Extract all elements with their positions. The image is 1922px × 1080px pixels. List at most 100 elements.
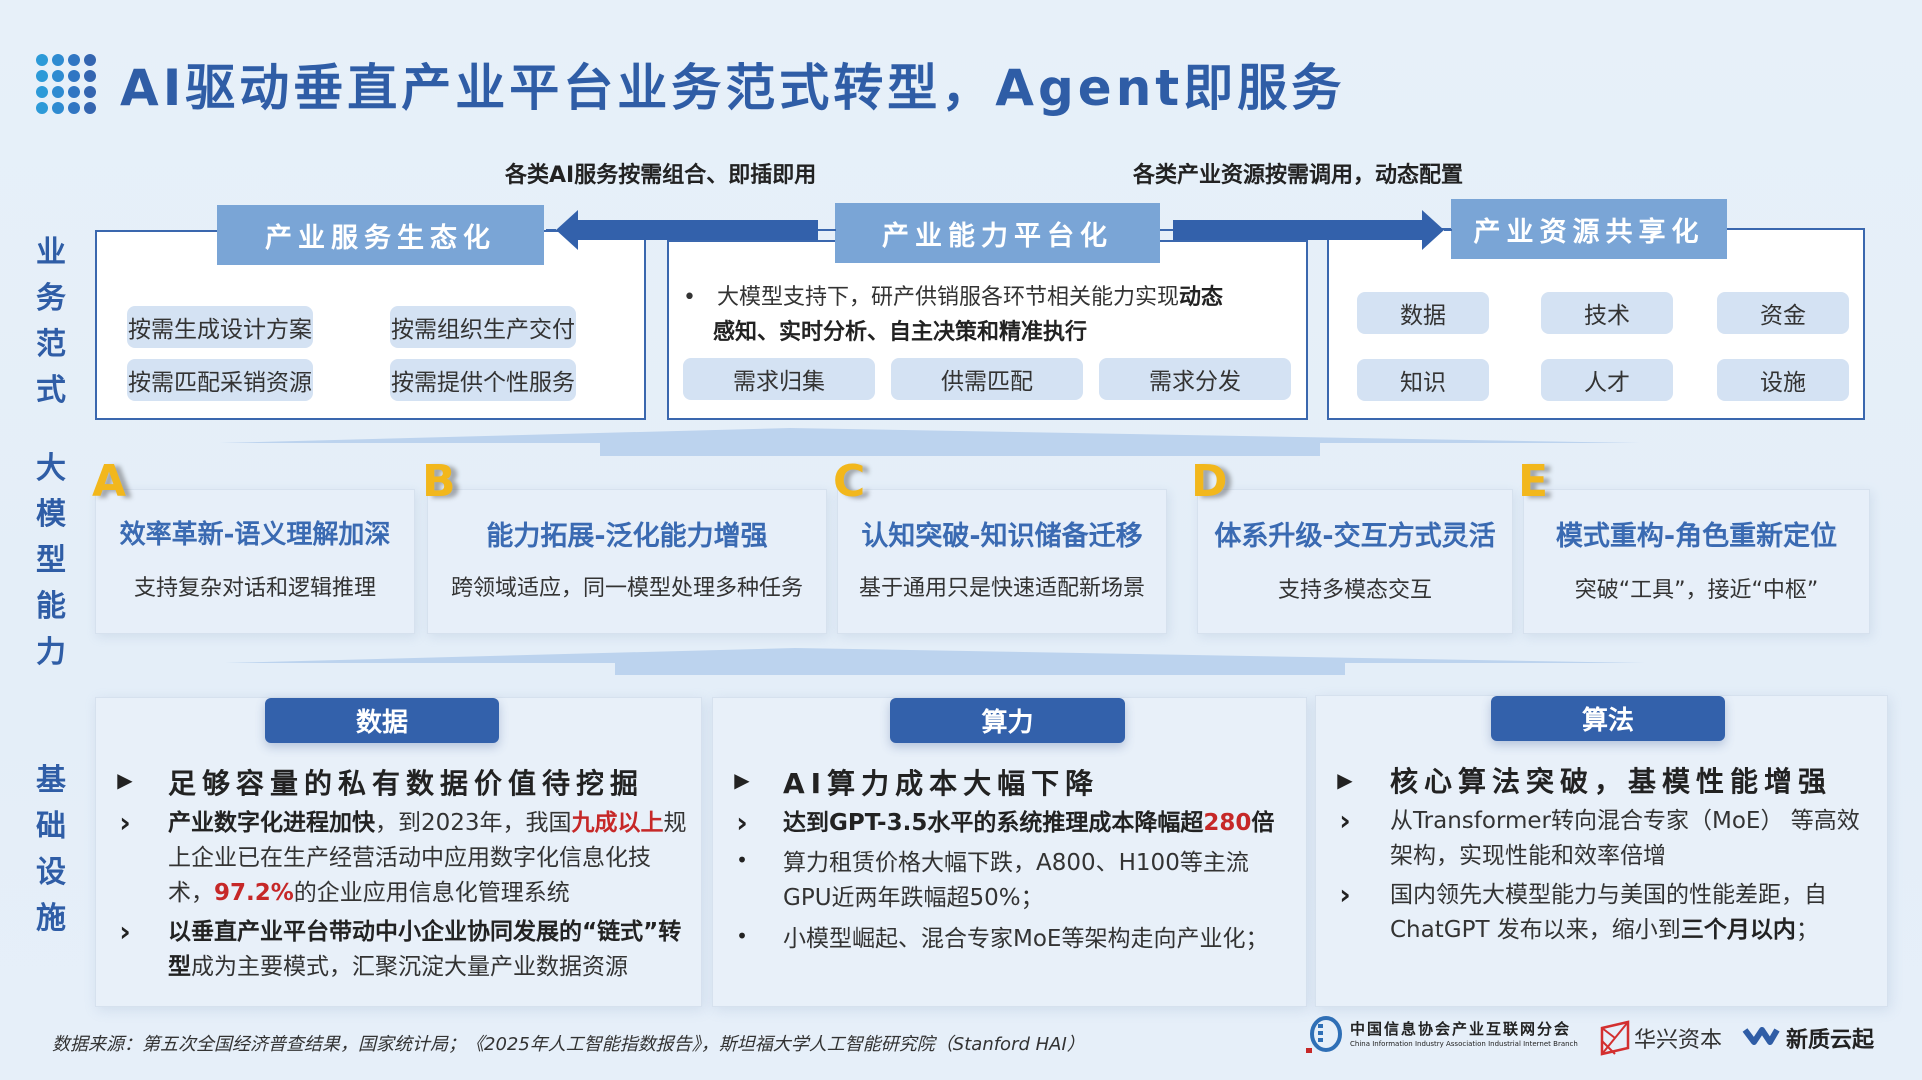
xinzhi-w-icon: [1742, 1027, 1780, 1045]
capability-card-a: 效率革新-语义理解加深 支持复杂对话和逻辑推理: [95, 489, 415, 634]
chevron-right-icon: ›: [1339, 804, 1351, 837]
capability-desc: 基于通用只是快速适配新场景: [858, 576, 1145, 601]
chip-demand-distribution: 需求分发: [1099, 358, 1291, 400]
capability-desc: 跨领域适应，同一模型处理多种任务: [450, 576, 803, 601]
capability-card-e: 模式重构-角色重新定位 突破“工具”，接近“中枢”: [1523, 489, 1870, 634]
text: ，到2023年，我国: [375, 810, 572, 836]
chip-demand-aggregation: 需求归集: [683, 358, 875, 400]
platform-bullet: • 大模型支持下，研产供销服各环节相关能力实现动态 感知、实时分析、自主决策和精…: [683, 280, 1283, 350]
side-label-char: 范: [36, 327, 66, 362]
infra-paragraph: 从Transformer转向混合专家（MoE） 等高效架构，实现性能和效率倍增: [1390, 808, 1860, 869]
logo-xinzhi: 新质云起: [1742, 1020, 1892, 1060]
capability-title: 认知突破-知识储备迁移: [861, 521, 1143, 552]
highlight-text: 九成以上: [571, 810, 664, 836]
logo-ciia-cn: 中国信息协会产业互联网分会: [1350, 1020, 1572, 1038]
capability-title: 体系升级-交互方式灵活: [1214, 521, 1496, 552]
subtitle-industry-resources: 各类产业资源按需调用，动态配置: [1133, 163, 1464, 188]
side-label-char: 大: [36, 451, 66, 486]
bold-text: 倍: [1251, 810, 1275, 836]
logo-huaxing: 华兴资本: [1594, 1020, 1724, 1060]
text: ；: [1795, 917, 1819, 943]
side-label-char: 务: [36, 281, 66, 316]
title-dots-icon: [36, 54, 100, 114]
chip-knowledge: 知识: [1357, 359, 1489, 401]
side-label-char: 模: [36, 497, 66, 532]
arrow-left-icon: [546, 210, 836, 250]
logo-xinzhi-text: 新质云起: [1786, 1028, 1875, 1053]
side-label-char: 力: [36, 635, 66, 670]
infra-header-data: 数据: [265, 698, 499, 743]
infra-paragraph: 以垂直产业平台带动中小企业协同发展的“链式”转型成为主要模式，汇聚沉淀大量产业数…: [168, 915, 688, 985]
chip-technology: 技术: [1541, 292, 1673, 334]
capability-card-b: 能力拓展-泛化能力增强 跨领域适应，同一模型处理多种任务: [427, 489, 827, 634]
text: 规上企业已在生产经营活动中应用数字化信息化技术，: [168, 810, 687, 906]
band-separator-icon: [225, 648, 1645, 675]
infra-card-compute: ▶ AI算力成本大幅下降 › 达到GPT-3.5水平的系统推理成本降幅超280倍…: [712, 697, 1307, 1007]
text: 成为主要模式，汇聚沉淀大量产业数据资源: [191, 954, 628, 980]
page-title: AI驱动垂直产业平台业务范式转型，Agent即服务: [120, 59, 1346, 117]
chip-facilities: 设施: [1717, 359, 1849, 401]
bold-text: 达到GPT-3.5水平的系统推理成本降幅超: [783, 810, 1204, 836]
infra-lead-text: AI算力成本大幅下降: [783, 767, 1100, 800]
side-label-business-model: 业 务 范 式: [30, 230, 72, 414]
infra-lead-text: 足够容量的私有数据价值待挖掘: [168, 767, 645, 800]
triangle-right-icon: ▶: [734, 768, 750, 792]
side-label-char: 能: [36, 589, 66, 624]
capability-letter-badge: A: [92, 456, 127, 507]
bullet-bold-text: 感知、实时分析、自主决策和精准执行: [713, 320, 1088, 345]
bullet-dot-icon: •: [736, 848, 748, 872]
arrow-right-icon: [1160, 210, 1452, 250]
ciia-globe-icon: [1306, 1016, 1342, 1053]
infra-paragraph: 算力租赁价格大幅下跌，A800、H100等主流GPU近两年跌幅超50%；: [783, 850, 1249, 911]
capability-letter-badge: B: [422, 456, 456, 507]
panel-resource-sharing: 数据 技术 资金 知识 人才 设施: [1327, 228, 1865, 420]
text: 的企业应用信息化管理系统: [293, 880, 570, 906]
capability-desc: 突破“工具”，接近“中枢”: [1574, 578, 1819, 603]
side-label-char: 型: [36, 543, 66, 578]
chip-personalized-service: 按需提供个性服务: [390, 359, 576, 401]
bullet-dot-icon: •: [736, 924, 748, 948]
infra-header-compute: 算力: [890, 698, 1125, 743]
logo-ciia: 中国信息协会产业互联网分会 China Information Industry…: [1306, 1016, 1578, 1056]
side-label-char: 础: [36, 809, 66, 844]
infra-card-data: ▶ 足够容量的私有数据价值待挖掘 › 产业数字化进程加快，到2023年，我国九成…: [95, 697, 702, 1007]
infra-lead-text: 核心算法突破，基模性能增强: [1390, 765, 1833, 798]
highlight-text: 280: [1203, 810, 1252, 836]
chip-talent: 人才: [1541, 359, 1673, 401]
side-label-char: 式: [36, 373, 66, 408]
chip-data: 数据: [1357, 292, 1489, 334]
capability-title: 模式重构-角色重新定位: [1555, 521, 1838, 552]
chevron-right-icon: ›: [119, 806, 131, 839]
chevron-right-icon: ›: [736, 806, 748, 839]
capability-letter-badge: C: [833, 456, 866, 507]
chevron-right-icon: ›: [1339, 878, 1351, 911]
infra-paragraph: 国内领先大模型能力与美国的性能差距，自ChatGPT 发布以来，缩小到三个月以内…: [1390, 878, 1860, 948]
capability-title: 效率革新-语义理解加深: [119, 520, 391, 550]
capability-title: 能力拓展-泛化能力增强: [486, 521, 768, 552]
infra-header-algorithm: 算法: [1491, 696, 1725, 741]
capability-card-d: 体系升级-交互方式灵活 支持多模态交互: [1197, 489, 1513, 634]
infra-paragraph: 产业数字化进程加快，到2023年，我国九成以上规上企业已在生产经营活动中应用数字…: [168, 806, 688, 911]
capability-desc: 支持多模态交互: [1277, 578, 1432, 603]
text: 国内领先大模型能力与美国的性能差距，自ChatGPT 发布以来，缩小到: [1390, 882, 1827, 943]
header-resource-sharing: 产业资源共享化: [1451, 199, 1727, 259]
huaxing-cube-icon: [1600, 1020, 1630, 1056]
subtitle-ai-services: 各类AI服务按需组合、即插即用: [505, 163, 817, 188]
triangle-right-icon: ▶: [117, 768, 133, 792]
bullet-dot-icon: •: [683, 285, 696, 310]
chip-procurement-sales: 按需匹配采销资源: [127, 359, 313, 401]
triangle-right-icon: ▶: [1337, 768, 1353, 792]
side-label-char: 设: [36, 855, 66, 890]
highlight-text: 97.2%: [214, 880, 294, 906]
side-label-char: 基: [36, 763, 66, 798]
logo-ciia-en: China Information Industry Association I…: [1350, 1040, 1578, 1048]
chip-production-delivery: 按需组织生产交付: [390, 306, 576, 348]
header-capability-platform: 产业能力平台化: [835, 203, 1160, 263]
side-label-char: 施: [36, 901, 66, 936]
chip-capital: 资金: [1717, 292, 1849, 334]
capability-letter-badge: E: [1518, 456, 1549, 507]
bold-text: 以垂直产业平台带动中小企业协同发展的“链式”转型: [168, 919, 682, 980]
capability-card-c: 认知突破-知识储备迁移 基于通用只是快速适配新场景: [837, 489, 1167, 634]
header-service-ecology: 产业服务生态化: [217, 205, 544, 265]
capability-letter-badge: D: [1191, 456, 1228, 507]
